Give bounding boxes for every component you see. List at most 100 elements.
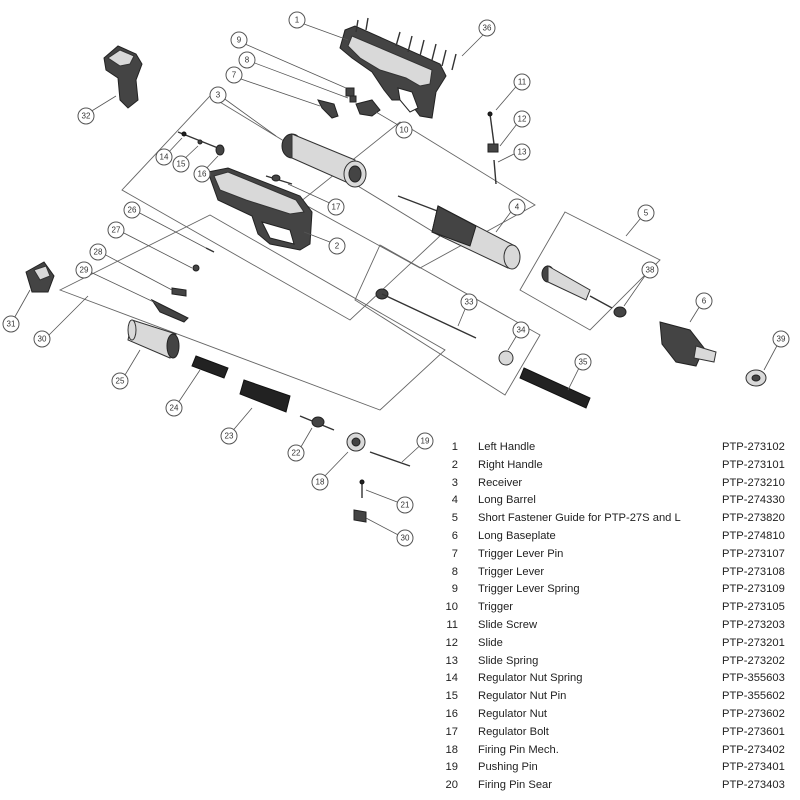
part-number-index: 8 xyxy=(451,565,458,578)
callout-18: 18 xyxy=(311,473,329,491)
part-description: Trigger Lever Pin xyxy=(478,547,564,560)
part-number-index: 5 xyxy=(451,512,458,525)
callout-31: 31 xyxy=(2,315,20,333)
svg-text:22: 22 xyxy=(292,449,301,458)
callout-24: 24 xyxy=(165,399,183,417)
part-number-index: 16 xyxy=(445,707,458,720)
callout-12: 12 xyxy=(513,110,531,128)
svg-text:14: 14 xyxy=(160,153,169,162)
callout-33: 33 xyxy=(460,293,478,311)
part-description: Pushing Pin xyxy=(478,761,538,774)
part-catalog-number: PTP-355603 xyxy=(722,672,785,685)
part-catalog-number: PTP-273210 xyxy=(722,476,785,489)
part-number-index: 7 xyxy=(451,547,458,560)
svg-text:5: 5 xyxy=(644,209,649,218)
buffer-spring-part xyxy=(239,379,291,413)
svg-text:17: 17 xyxy=(332,203,341,212)
firing-pin-sear-part xyxy=(353,509,367,523)
part-number-index: 9 xyxy=(451,583,458,596)
callout-4: 4 xyxy=(508,198,526,216)
callout-34: 34 xyxy=(512,321,530,339)
callout-32: 32 xyxy=(77,107,95,125)
firing-spring-part xyxy=(191,355,229,379)
callout-23: 23 xyxy=(220,427,238,445)
part-description: Regulator Nut xyxy=(478,707,548,720)
part-catalog-number: PTP-273820 xyxy=(722,512,785,525)
regulator-nut-pin-part xyxy=(197,139,203,145)
pushing-pin-frame xyxy=(354,244,541,396)
pushing-pin-bushing-part xyxy=(498,350,514,366)
firing-pin-mech-part xyxy=(346,432,366,452)
svg-text:26: 26 xyxy=(128,206,137,215)
callout-35: 35 xyxy=(574,353,592,371)
svg-text:19: 19 xyxy=(421,437,430,446)
svg-text:32: 32 xyxy=(82,112,91,121)
callout-6: 6 xyxy=(695,292,713,310)
callout-17: 17 xyxy=(327,198,345,216)
part-number-index: 12 xyxy=(445,636,458,649)
callout-16: 16 xyxy=(193,165,211,183)
callout-38: 38 xyxy=(641,261,659,279)
trigger-lever-pin-part xyxy=(317,99,339,119)
svg-text:21: 21 xyxy=(401,501,410,510)
part-catalog-number: PTP-273202 xyxy=(722,654,785,667)
callout-22: 22 xyxy=(287,444,305,462)
part-catalog-number: PTP-273107 xyxy=(722,547,785,560)
part-number-index: 20 xyxy=(445,779,458,792)
part-catalog-number: PTP-273203 xyxy=(722,618,785,631)
callout-27: 27 xyxy=(107,221,125,239)
part-catalog-number: PTP-273102 xyxy=(722,441,785,453)
part-description: Regulator Nut Pin xyxy=(478,690,567,703)
part-number-index: 10 xyxy=(445,601,458,614)
receiver-part xyxy=(281,133,367,188)
callout-11: 11 xyxy=(513,73,531,91)
parts-list-row: 7 Trigger Lever Pin PTP-273107 xyxy=(444,548,796,566)
left-handle-part xyxy=(339,25,447,119)
part-number-index: 11 xyxy=(446,618,458,631)
svg-text:25: 25 xyxy=(116,377,125,386)
receiver-assembly-frame xyxy=(121,95,441,321)
handle-screws xyxy=(355,17,457,71)
svg-text:34: 34 xyxy=(517,326,526,335)
part-number-index: 6 xyxy=(451,529,458,542)
trigger-lever-part xyxy=(345,87,357,103)
svg-text:31: 31 xyxy=(7,320,16,329)
part-catalog-number: PTP-273403 xyxy=(722,779,785,792)
svg-text:36: 36 xyxy=(483,24,492,33)
part-number-index: 13 xyxy=(445,654,458,667)
part-description: Regulator Nut Spring xyxy=(478,672,583,685)
callout-30-sear: 30 xyxy=(396,529,414,547)
svg-text:13: 13 xyxy=(518,148,527,157)
pushing-pin-rod-part xyxy=(375,288,477,339)
part-catalog-number: PTP-273101 xyxy=(722,458,785,471)
svg-text:12: 12 xyxy=(518,115,527,124)
svg-text:30: 30 xyxy=(38,335,47,344)
svg-text:29: 29 xyxy=(80,266,89,275)
right-handle-part xyxy=(207,167,313,251)
regulator-nut-part xyxy=(215,144,225,156)
pushing-pin-part xyxy=(369,451,411,467)
svg-text:2: 2 xyxy=(335,242,340,251)
svg-text:35: 35 xyxy=(579,358,588,367)
part-number-index: 17 xyxy=(445,725,458,738)
svg-text:8: 8 xyxy=(245,56,250,65)
callout-25: 25 xyxy=(111,372,129,390)
svg-text:16: 16 xyxy=(198,170,207,179)
part-catalog-number: PTP-273108 xyxy=(722,565,785,578)
part-number-index: 19 xyxy=(445,761,458,774)
parts-list-row: 13 Slide Spring PTP-273202 xyxy=(444,655,796,673)
svg-text:4: 4 xyxy=(515,203,520,212)
part-number-index: 18 xyxy=(445,743,458,756)
part-description: Short Fastener Guide for PTP-27S and L xyxy=(478,512,681,525)
part-number-index: 4 xyxy=(451,494,458,507)
part-number-index: 2 xyxy=(451,458,458,471)
svg-text:9: 9 xyxy=(237,36,242,45)
svg-text:24: 24 xyxy=(170,404,179,413)
part-description: Slide Spring xyxy=(478,654,539,667)
